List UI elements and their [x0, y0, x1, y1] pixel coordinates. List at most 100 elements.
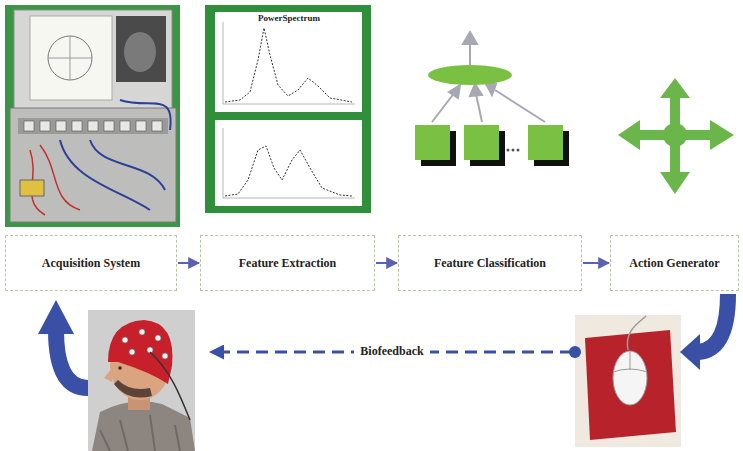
biofeedback-line	[212, 346, 581, 358]
power-spectrum-plots-part	[215, 12, 362, 112]
loop-arrow	[56, 294, 728, 388]
illustration-part	[122, 329, 168, 359]
power-spectrum-plots	[205, 5, 371, 213]
loop-arrowhead-part	[38, 300, 74, 334]
mouse-photo-part	[585, 330, 676, 440]
acquisition-photo-part	[14, 10, 172, 110]
classifier-icon	[415, 32, 569, 166]
process-box: Action Generator	[610, 235, 739, 291]
illustration-part-part	[470, 84, 482, 96]
illustration-part-part	[90, 140, 165, 190]
illustration-part-part	[223, 198, 355, 199]
acquisition-photo-part	[70, 36, 71, 80]
illustration-part-part	[152, 121, 162, 131]
person-photo-part	[88, 310, 195, 451]
process-box: Acquisition System	[5, 235, 177, 291]
biofeedback-line-part	[569, 346, 581, 358]
illustration-part-part	[449, 85, 460, 98]
direction-arrows-icon-part	[660, 172, 690, 194]
classifier-icon-part	[528, 125, 563, 160]
illustration-part-part	[122, 337, 128, 343]
person-photo-part	[114, 380, 152, 398]
acquisition-photo-part	[30, 16, 112, 100]
illustration-part	[223, 22, 355, 198]
classifier-icon-part	[428, 65, 512, 85]
power-spectrum-plots-part	[215, 120, 362, 206]
illustration-part-part	[476, 94, 482, 122]
mouse-photo	[575, 315, 681, 447]
illustration-part-part	[463, 32, 477, 44]
box-label: Feature Extraction	[239, 256, 336, 271]
mouse-photo-part	[630, 352, 631, 370]
illustration-part-part	[56, 121, 66, 131]
box-label: Acquisition System	[42, 256, 140, 271]
acquisition-photo-part	[48, 36, 92, 80]
illustration-part-part	[139, 329, 145, 335]
illustration-part-part	[120, 121, 130, 131]
illustration-part-part	[432, 92, 455, 122]
acquisition-photo-part	[5, 5, 180, 227]
illustration-part-part	[72, 121, 82, 131]
flow-arrow	[376, 262, 397, 264]
acquisition-photo	[5, 5, 180, 227]
illustration-part-part	[155, 335, 161, 341]
direction-arrows-icon-part	[710, 120, 734, 150]
direction-arrows-icon-part	[670, 145, 680, 175]
process-box: Feature Classification	[398, 235, 582, 291]
person-photo-part	[118, 366, 122, 370]
direction-arrows-icon-part	[660, 78, 690, 98]
flow-arrow	[178, 262, 199, 264]
flow-arrow	[583, 262, 609, 264]
direction-arrows-icon-part	[685, 130, 713, 140]
acquisition-photo-part	[18, 118, 168, 134]
biofeedback-line-part	[212, 351, 572, 354]
direction-arrows-icon-part	[663, 123, 687, 147]
person-photo-part	[100, 415, 180, 451]
direction-arrows-icon-part	[637, 130, 665, 140]
classifier-icon-part	[512, 149, 515, 152]
acquisition-photo-part	[10, 108, 176, 222]
classifier-icon-part	[517, 149, 520, 152]
power-spectrum-plots-part	[225, 146, 352, 196]
illustration-part-part	[60, 140, 150, 210]
person-photo-part	[104, 368, 112, 382]
illustration-part-part	[223, 22, 224, 104]
illustration-part-part	[495, 90, 545, 122]
loop-arrowhead-part	[680, 334, 700, 370]
illustration-part-part	[88, 121, 98, 131]
illustration-part-part	[24, 121, 34, 131]
mouse-photo-part	[613, 351, 647, 405]
illustration-part-part	[104, 121, 114, 131]
plot-title: PowerSpectrum	[258, 14, 320, 24]
illustration-part	[60, 100, 171, 210]
mouse-photo-part	[627, 316, 646, 350]
illustration-part-part	[469, 42, 471, 65]
illustration-part-part	[40, 121, 50, 131]
box-label: Action Generator	[629, 256, 719, 271]
illustration-part-part	[40, 145, 80, 210]
direction-arrows-icon-part	[670, 95, 680, 125]
classifier-icon-part	[464, 125, 499, 160]
acquisition-photo-part	[116, 16, 166, 82]
illustration-part-part	[223, 104, 355, 105]
power-spectrum-plots-part	[205, 5, 371, 213]
loop-arrowhead	[38, 300, 700, 370]
person-photo	[88, 310, 195, 451]
loop-arrow-part	[56, 330, 88, 388]
illustration-part-part	[120, 100, 171, 130]
illustration-part	[24, 121, 162, 131]
loop-arrow-part	[698, 294, 728, 352]
loop-label: Biofeedback	[354, 344, 429, 359]
classifier-icon-part	[415, 125, 450, 160]
illustration-part-part	[486, 84, 496, 95]
illustration-part-part	[223, 128, 224, 198]
illustration-part-part	[129, 349, 135, 355]
direction-arrows-icon	[618, 78, 734, 194]
illustration-part-part	[162, 353, 168, 359]
acquisition-photo-part	[124, 32, 156, 72]
person-photo-part	[108, 320, 172, 384]
